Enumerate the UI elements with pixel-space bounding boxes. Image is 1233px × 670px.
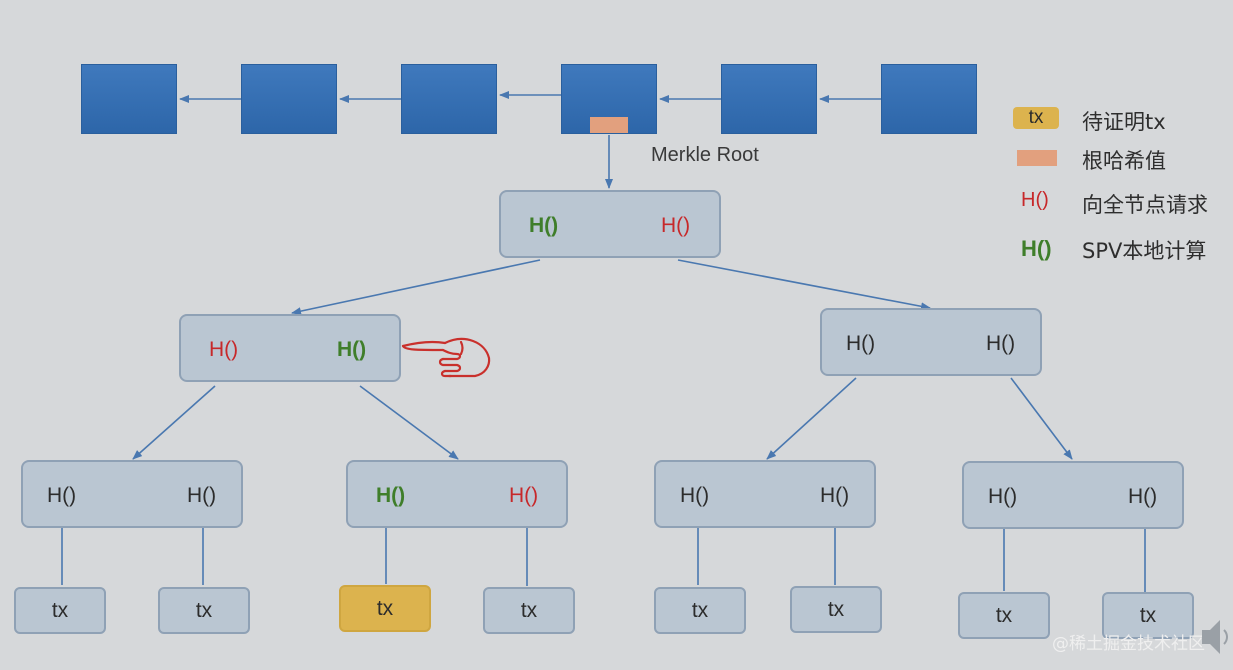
hash-local: H() (376, 484, 406, 507)
merkle-root-label: Merkle Root (651, 144, 759, 166)
hash-value: H() (988, 485, 1018, 508)
hash-value: H() (47, 484, 77, 507)
block-1 (81, 64, 177, 134)
tree-edge (132, 385, 216, 460)
block-2 (241, 64, 337, 134)
hash-value: H() (820, 484, 850, 507)
merkle-root-marker (590, 117, 628, 133)
pointing-hand-icon (401, 337, 491, 378)
legend-green-label: SPV本地计算 (1082, 239, 1207, 263)
legend-tx-label: 待证明tx (1082, 110, 1166, 134)
hash-value: H() (187, 484, 217, 507)
tree-node-level2-4: H() H() (962, 461, 1184, 529)
leaf-tx: tx (790, 586, 882, 633)
tree-edge (359, 385, 459, 460)
tree-node-level1-left: H() H() (179, 314, 401, 382)
tree-edge (677, 259, 931, 311)
tree-node-level1-right: H() H() (820, 308, 1042, 376)
hash-request: H() (661, 214, 691, 237)
leaf-tx-target: tx (339, 585, 431, 632)
legend-green-symbol: H() (1021, 236, 1052, 261)
tree-node-level2-3: H() H() (654, 460, 876, 528)
block-6 (881, 64, 977, 134)
tree-edge (1010, 377, 1073, 460)
leaf-tx: tx (958, 592, 1050, 639)
leaf-tx: tx (654, 587, 746, 634)
tree-edge (766, 377, 857, 460)
legend-red-symbol: H() (1021, 189, 1049, 211)
legend-hash-swatch (1017, 150, 1057, 166)
hash-request: H() (209, 338, 239, 361)
tree-node-level2-1: H() H() (21, 460, 243, 528)
leaf-tx: tx (483, 587, 575, 634)
hash-value: H() (846, 332, 876, 355)
hash-value: H() (680, 484, 710, 507)
legend-tx-swatch: tx (1013, 107, 1059, 129)
legend-hash-label: 根哈希值 (1082, 149, 1166, 173)
legend-red-label: 向全节点请求 (1082, 193, 1208, 217)
leaf-tx: tx (158, 587, 250, 634)
hash-value: H() (1128, 485, 1158, 508)
hash-local: H() (529, 214, 559, 237)
watermark: @稀土掘金技术社区 (1052, 634, 1205, 654)
hash-local: H() (337, 338, 367, 361)
block-5 (721, 64, 817, 134)
leaf-tx: tx (1102, 592, 1194, 639)
leaf-tx: tx (14, 587, 106, 634)
tree-edge (291, 259, 541, 316)
tree-node-level2-2: H() H() (346, 460, 568, 528)
speaker-icon (1202, 620, 1228, 654)
block-3 (401, 64, 497, 134)
hash-request: H() (509, 484, 539, 507)
hash-value: H() (986, 332, 1016, 355)
tree-root-node: H() H() (499, 190, 721, 258)
